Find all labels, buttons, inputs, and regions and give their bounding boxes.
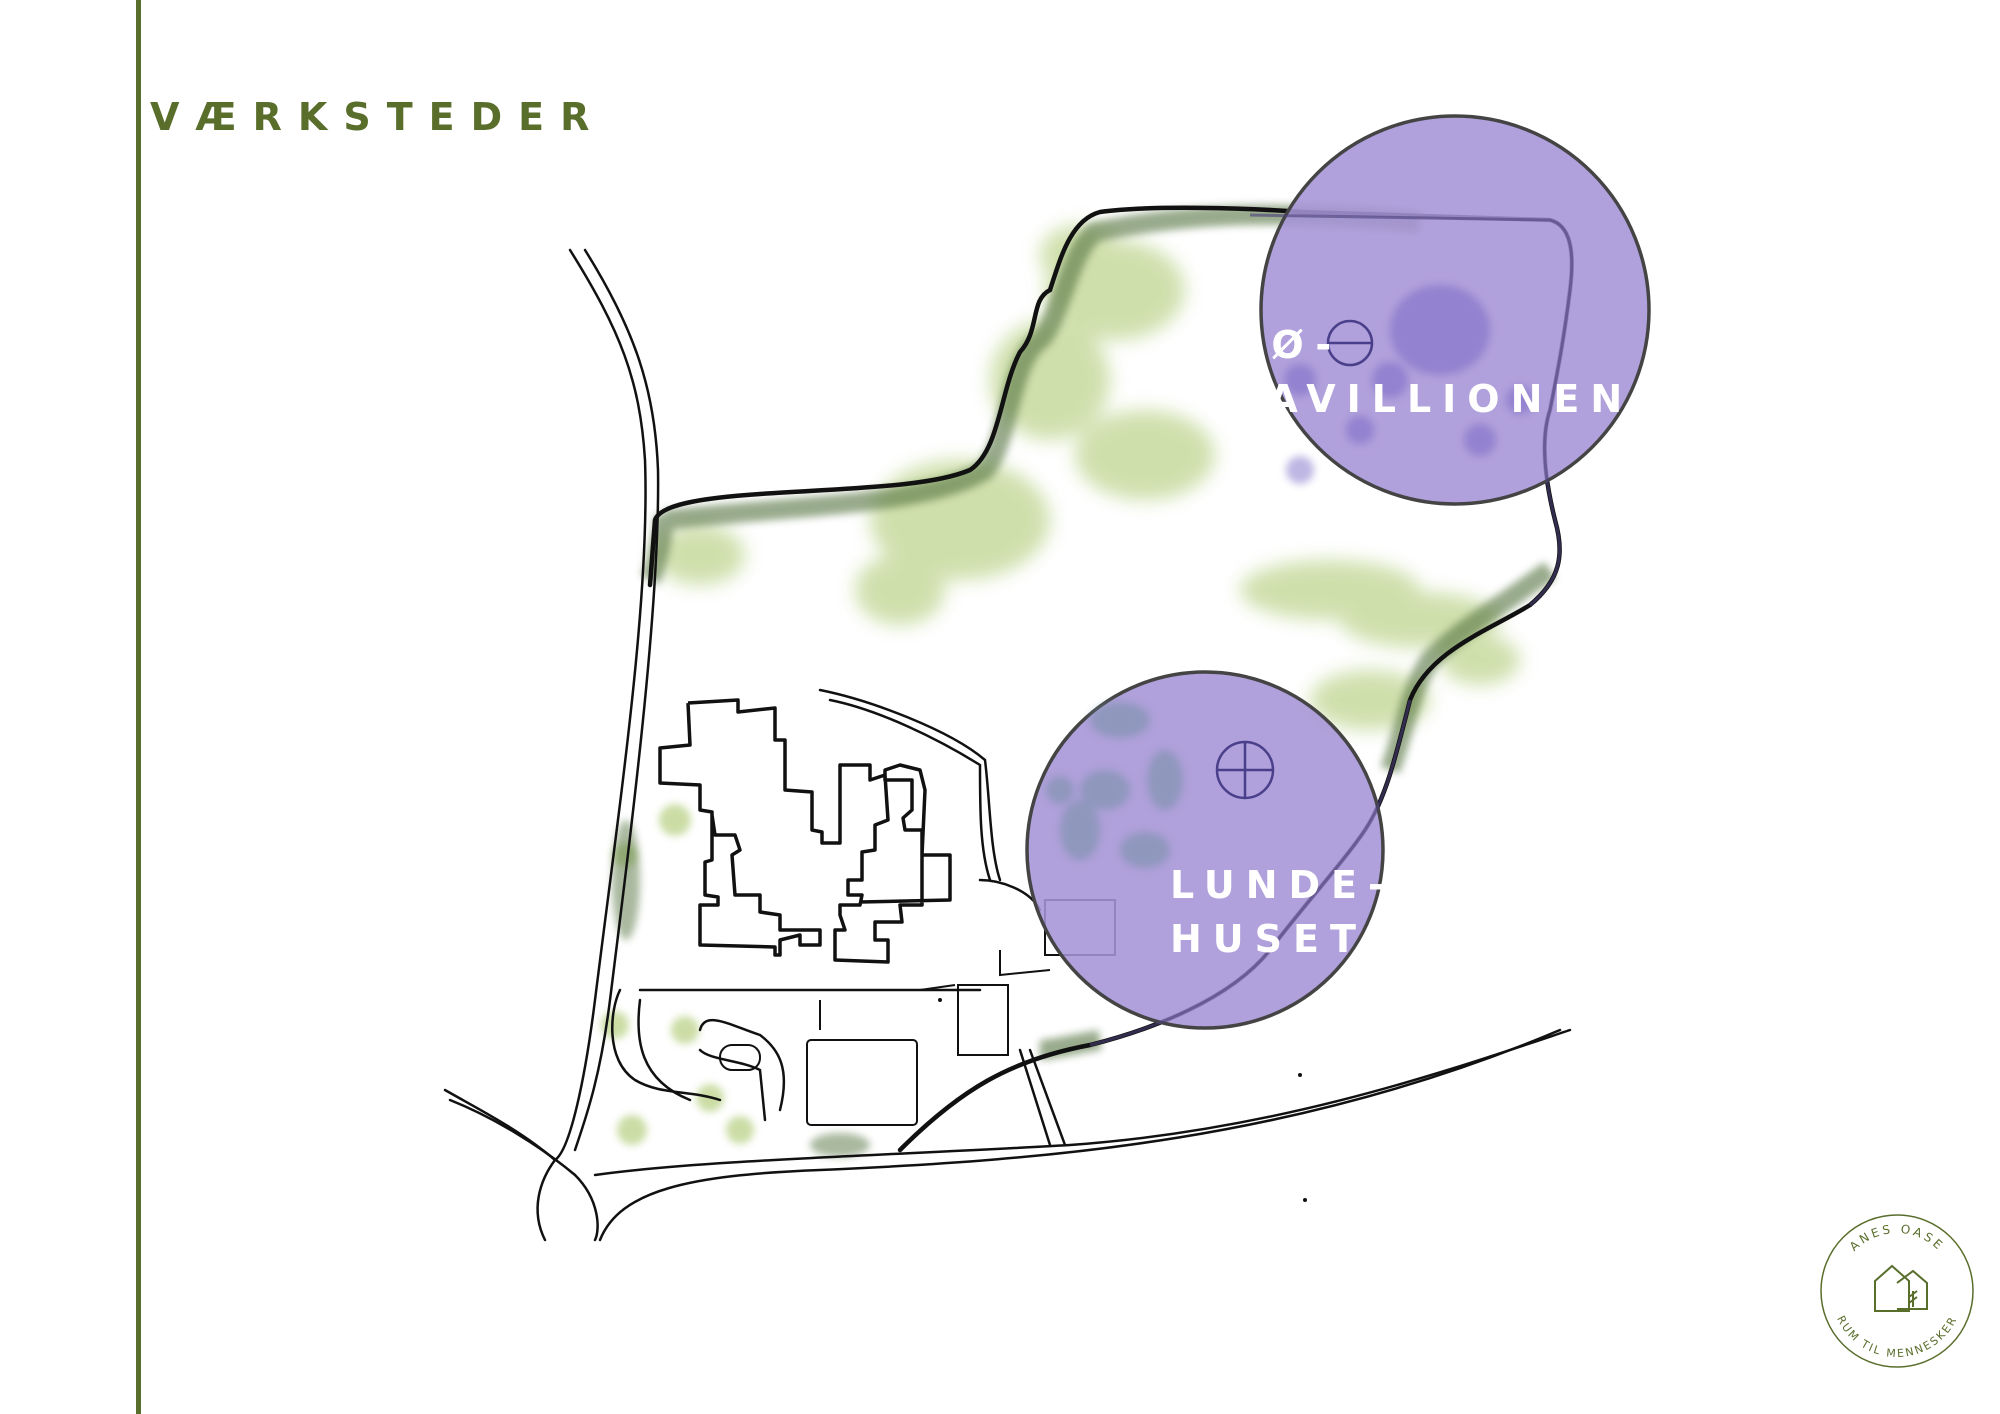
zone-label-lunde-huset: LUNDE- HUSET	[1170, 858, 1395, 966]
logo-house-icon	[1874, 1264, 1928, 1312]
left-accent-rule	[136, 0, 141, 1414]
zone-label-line: HUSET	[1170, 917, 1367, 961]
zone-label-line: PAVILLIONEN	[1233, 377, 1634, 421]
pavilion-symbol-soe	[1326, 319, 1374, 367]
pavilion-symbol-lunde	[1215, 740, 1275, 800]
tree-clusters-lunde	[1046, 702, 1183, 868]
roads	[443, 248, 1572, 1242]
zone-label-line: LUNDE-	[1170, 863, 1395, 907]
zone-circle-lunde-huset[interactable]	[1025, 670, 1385, 1030]
trees-dark	[612, 820, 870, 1157]
tree-clusters-soe	[1284, 285, 1534, 484]
page-title: VÆRKSTEDER	[150, 95, 606, 139]
zone-label-line: SØ-	[1233, 323, 1343, 367]
zone-label-soe-pavillionen: SØ- PAVILLIONEN	[1233, 318, 1633, 426]
logo-text-top: ANES OASE	[1847, 1222, 1948, 1254]
site-boundary-overlay	[1089, 213, 1574, 1047]
building-complex	[658, 698, 952, 964]
marker-dots	[938, 998, 1307, 1202]
brand-logo: ANES OASE RUM TIL MENNESKER	[1820, 1214, 1974, 1368]
